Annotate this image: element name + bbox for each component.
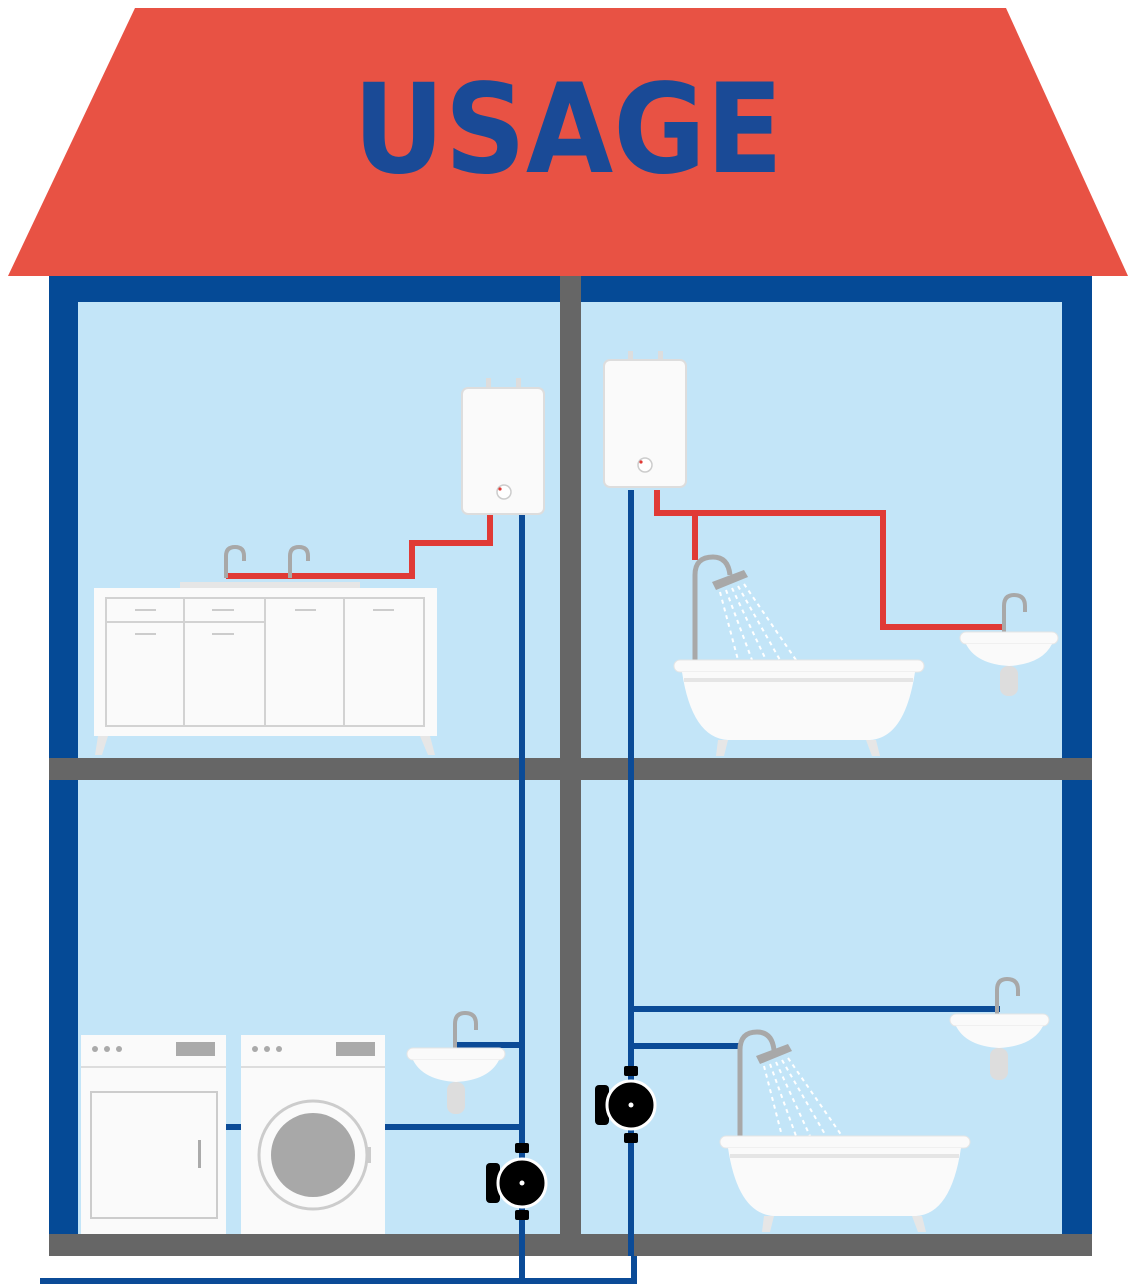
shower-head-icon (756, 1044, 792, 1064)
bathtub-body (682, 672, 915, 740)
shower-pipe (692, 554, 733, 662)
cold-branch-sink-lower-right (631, 1006, 1000, 1012)
dryer-panel-line (81, 1066, 226, 1068)
hot-pipes (226, 490, 1004, 630)
cabinet-leg (420, 736, 435, 755)
pump-center (628, 1102, 634, 1108)
faucet-icon (453, 1010, 478, 1050)
dryer-display (176, 1042, 215, 1056)
sink-basin-top (406, 1047, 506, 1061)
shower-head-icon (712, 570, 748, 590)
dryer-handle (198, 1140, 201, 1168)
faucet-icon (995, 976, 1020, 1014)
water-heater-kitchen (461, 378, 545, 515)
dryer-button (116, 1046, 122, 1052)
pump-motor (595, 1085, 609, 1125)
shower-lower (737, 1029, 843, 1138)
kitchen-cabinet (94, 544, 437, 755)
pump-flange (515, 1210, 529, 1220)
dryer-button (92, 1046, 98, 1052)
ground-floor (49, 1234, 1092, 1256)
cabinet-countertop-sink (180, 582, 360, 588)
dryer-button (104, 1046, 110, 1052)
washer-button (276, 1046, 282, 1052)
shower-spray (719, 583, 797, 661)
dryer (81, 1035, 226, 1234)
washer-door-latch (366, 1147, 371, 1163)
heater-body (461, 387, 545, 515)
heater-indicator (496, 484, 512, 500)
sink-upper (959, 592, 1059, 696)
hot-pipe-kitchen (226, 514, 493, 579)
heater-led (639, 460, 643, 464)
sink-drain (447, 1082, 465, 1114)
pump-motor (486, 1163, 500, 1203)
sink-basin-top (949, 1013, 1050, 1027)
dryer-body (81, 1035, 226, 1234)
bathtub-rim (719, 1135, 971, 1149)
bathtub-foot (762, 1216, 774, 1232)
sink-lower-right (949, 976, 1050, 1080)
shower-pipe (737, 1029, 777, 1138)
washer-display (336, 1042, 375, 1056)
sink-drain (1000, 666, 1018, 696)
heater-connector (516, 378, 521, 390)
pump-flange (624, 1066, 638, 1076)
bathtub-foot (866, 740, 880, 756)
washer-button (252, 1046, 258, 1052)
heater-connector (486, 378, 491, 390)
pump-center (519, 1180, 525, 1186)
bathtub-body (728, 1148, 961, 1216)
roof-shape (8, 8, 1128, 276)
pump-flange (624, 1133, 638, 1143)
shower-upper (692, 554, 797, 662)
circulation-pump-left (486, 1143, 548, 1220)
sink-basin (413, 1060, 499, 1082)
sink-basin (966, 644, 1052, 666)
sink-basin (956, 1026, 1043, 1048)
hot-pipe-bathroom (654, 490, 1004, 630)
bathtub-lower (719, 1135, 971, 1232)
water-heater-bathroom (603, 351, 687, 488)
washer-door-window (271, 1113, 355, 1197)
shower-spray (763, 1057, 843, 1137)
circulation-pump-right (595, 1066, 657, 1143)
roof: USAGE (8, 8, 1128, 276)
bathtub-foot (912, 1216, 926, 1232)
center-wall (560, 276, 581, 1234)
heater-body (603, 359, 687, 488)
sink-basin-top (959, 631, 1059, 645)
cabinet-leg (95, 736, 108, 755)
faucet-icon (1002, 592, 1027, 632)
heater-connector (628, 351, 633, 363)
faucet-icon (288, 544, 310, 578)
washer-panel-line (241, 1066, 385, 1068)
bathtub-upper (673, 659, 925, 756)
washer-button (264, 1046, 270, 1052)
pump-flange (515, 1143, 529, 1153)
heater-indicator (637, 457, 653, 473)
heater-connector (658, 351, 663, 363)
dryer-door (90, 1091, 218, 1219)
heater-led (498, 487, 502, 491)
sink-laundry (406, 1010, 506, 1114)
sink-drain (990, 1048, 1008, 1080)
washing-machine (241, 1035, 385, 1234)
main-supply-pipe (40, 1256, 637, 1284)
faucet-icon (224, 544, 246, 578)
bathtub-rim (673, 659, 925, 673)
bathtub-foot (716, 740, 728, 756)
usage-title: USAGE (353, 58, 783, 202)
